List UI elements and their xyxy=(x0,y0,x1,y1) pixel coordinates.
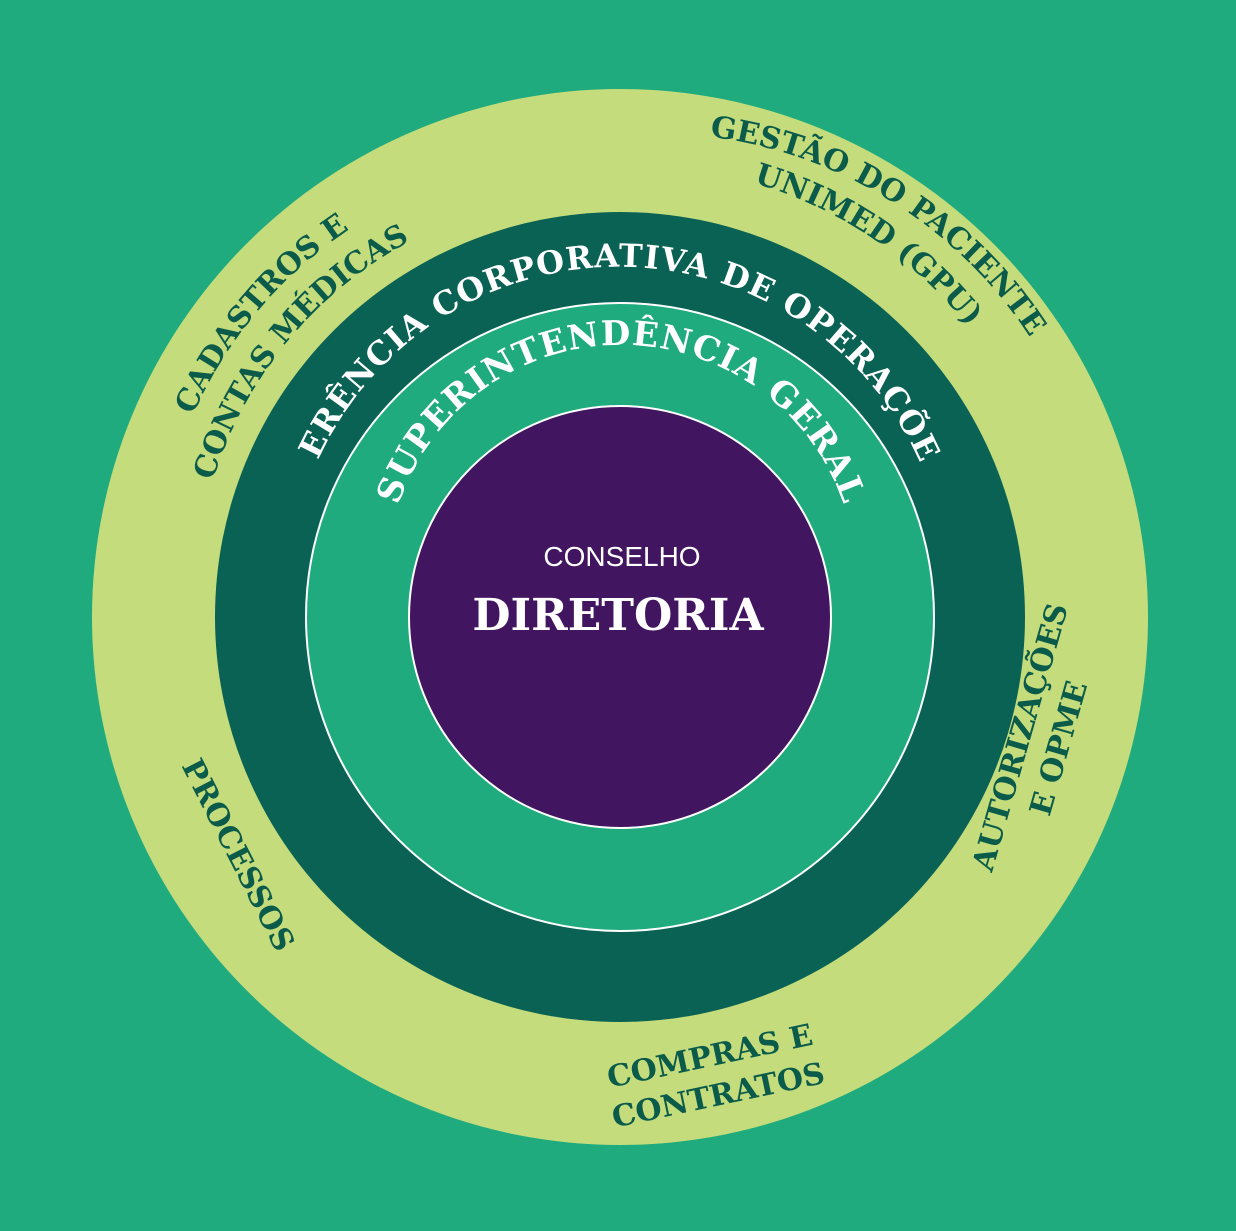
core-title: DIRETORIA xyxy=(472,590,764,641)
core-circle xyxy=(408,405,832,829)
core-subtitle: CONSELHO xyxy=(543,541,700,572)
